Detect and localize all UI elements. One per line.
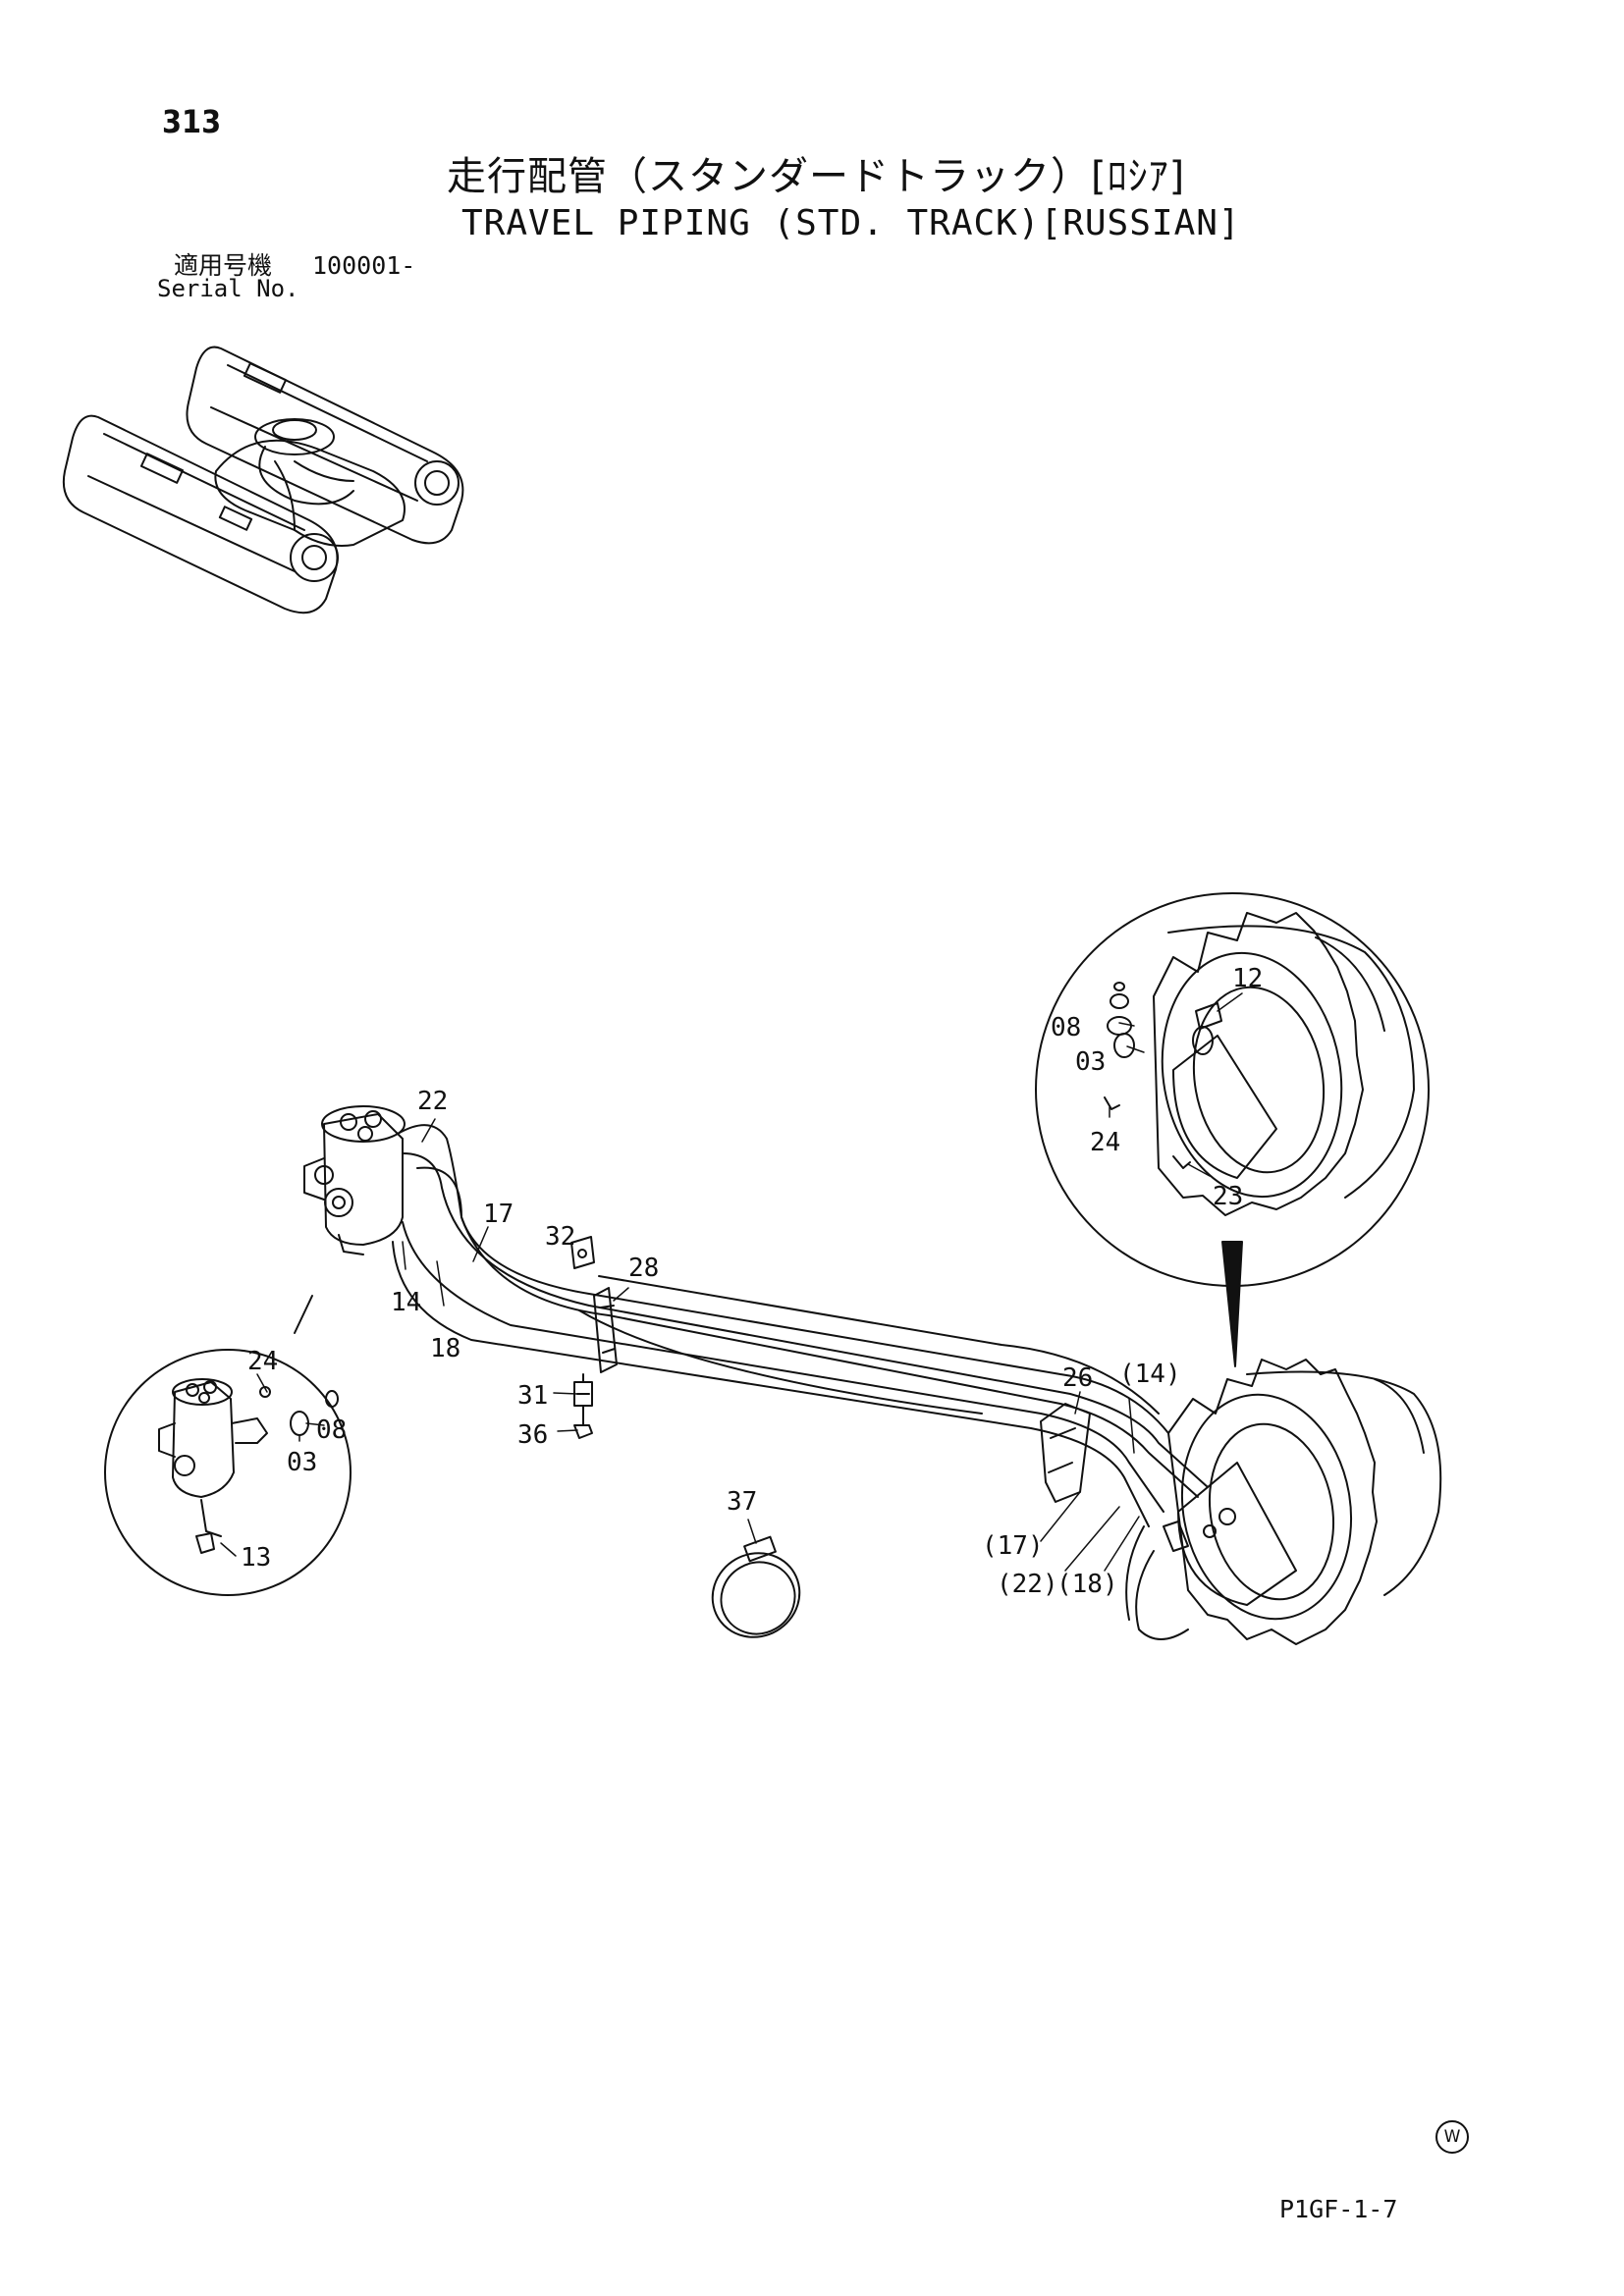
callout-22-ref: (22)	[997, 1570, 1058, 1599]
detail-circle-motor	[1035, 892, 1430, 1287]
leader-lines	[220, 992, 1243, 1572]
serial-label-english: Serial No.	[157, 275, 299, 302]
page-title-english: TRAVEL PIPING (STD. TRACK)[RUSSIAN]	[461, 203, 1241, 243]
callout-22: 22	[417, 1087, 448, 1116]
band-clamp-37	[711, 1535, 801, 1638]
callout-17: 17	[483, 1200, 514, 1229]
callout-18-ref: (18)	[1056, 1570, 1118, 1599]
callout-labels: 22 17 32 28 14 18 31 36 37 26 (14) (17) …	[241, 964, 1263, 1599]
callout-18: 18	[430, 1334, 460, 1363]
serial-label-japanese: 適用号機	[174, 251, 273, 280]
serial-number-value: 100001-	[312, 251, 416, 280]
callout-31: 31	[517, 1381, 548, 1411]
detail-pointer-right	[1221, 1241, 1243, 1367]
undercarriage-overview-thumbnail	[62, 346, 464, 614]
plate-32	[570, 1236, 595, 1269]
bolt-31-36	[573, 1373, 593, 1439]
callout-28: 28	[628, 1254, 659, 1283]
callout-detail-24-motor: 24	[1090, 1128, 1120, 1157]
callout-32: 32	[545, 1222, 575, 1252]
clamp-26	[1040, 1403, 1091, 1503]
callout-26: 26	[1062, 1363, 1093, 1393]
hoses	[392, 1124, 1209, 1527]
callout-36: 36	[517, 1420, 548, 1450]
callout-detail-24: 24	[247, 1347, 278, 1376]
callout-detail-23: 23	[1213, 1182, 1243, 1211]
callout-detail-12: 12	[1232, 964, 1263, 993]
clamp-28	[593, 1287, 618, 1373]
maker-mark: W	[1435, 2120, 1469, 2154]
callout-17-ref: (17)	[982, 1531, 1044, 1561]
callout-37: 37	[727, 1487, 757, 1517]
callout-14: 14	[391, 1288, 421, 1317]
page-code: P1GF-1-7	[1279, 2195, 1398, 2223]
page-title-japanese: 走行配管（スタンダードトラック）[ﾛｼｱ]	[447, 154, 1186, 199]
callout-detail-08: 08	[316, 1415, 347, 1445]
callout-detail-13: 13	[241, 1543, 271, 1573]
detail-circle-center-joint	[104, 1349, 352, 1596]
callout-detail-03-motor: 03	[1075, 1047, 1106, 1077]
center-joint	[303, 1105, 406, 1255]
callout-14-ref: (14)	[1119, 1360, 1181, 1389]
callout-detail-08-motor: 08	[1051, 1013, 1081, 1042]
page-number: 313	[162, 103, 222, 140]
callout-detail-03: 03	[287, 1448, 317, 1477]
detail-pointer-left	[294, 1295, 313, 1334]
travel-motor-sprocket	[1125, 1359, 1442, 1645]
